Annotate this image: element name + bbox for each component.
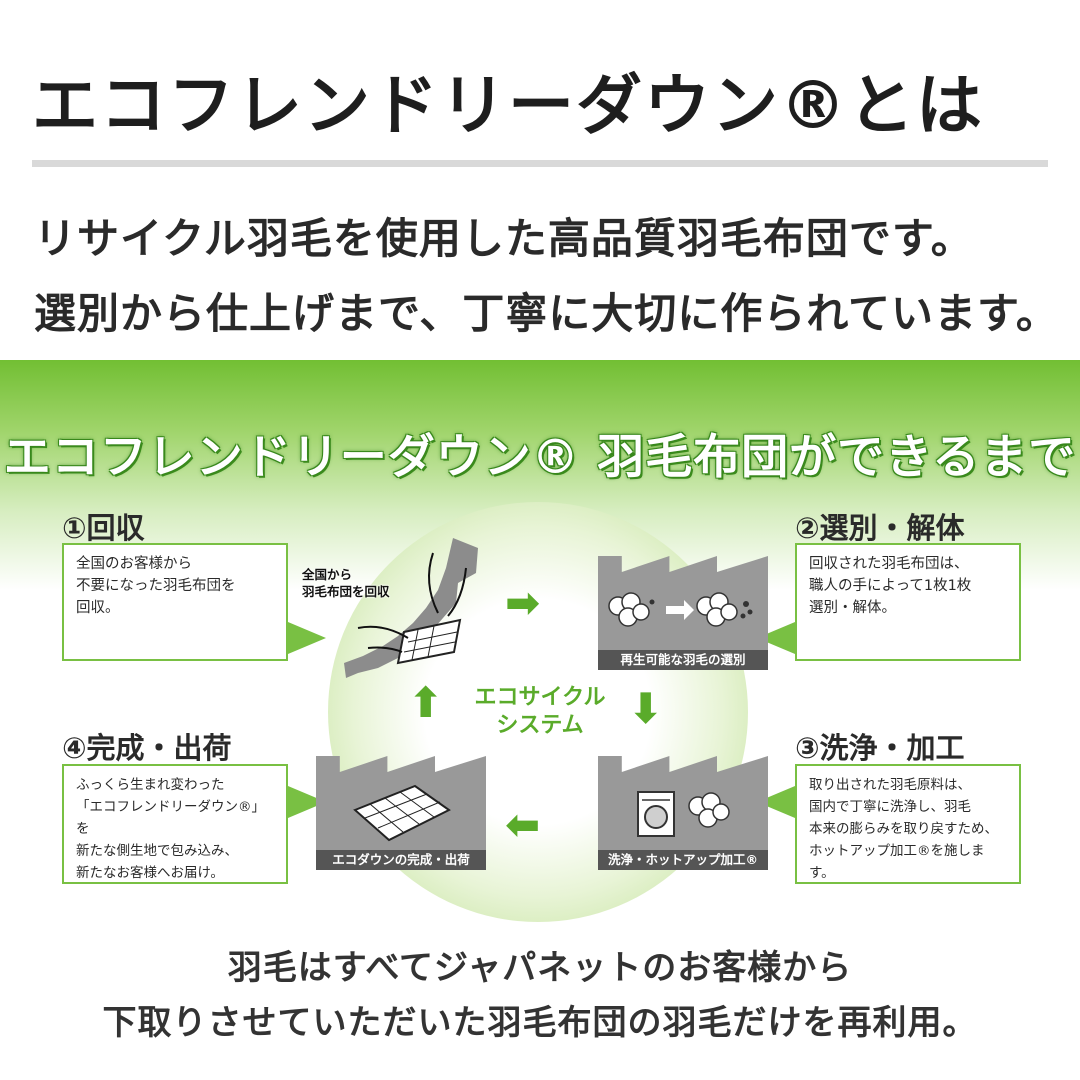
intro-line-2: 選別から仕上げまで、丁寧に大切に作られています。 xyxy=(34,289,1059,338)
step-3-line: 本来の膨らみを取り戻すため、 xyxy=(809,821,998,837)
step-2-line: 回収された羽毛布団は、 xyxy=(809,556,969,572)
washing-caption: 洗浄・ホットアップ加工® xyxy=(598,850,768,870)
step-2-line: 職人の手によって1枚1枚 xyxy=(809,578,972,594)
step-4-description: ふっくら生まれ変わった 「エコフレンドリーダウン®」を 新たな側生地で包み込み、… xyxy=(62,764,288,884)
shipping-caption: エコダウンの完成・出荷 xyxy=(316,850,486,870)
step-2-title: ②選別・解体 xyxy=(795,511,965,545)
step-3-description: 取り出された羽毛原料は、 国内で丁寧に洗浄し、羽毛 本来の膨らみを取り戻すため、… xyxy=(795,764,1021,884)
step-3-line: ホットアップ加工®を施します。 xyxy=(809,843,985,881)
step-1-description: 全国のお客様から 不要になった羽毛布団を 回収。 xyxy=(62,543,288,661)
step-2-description: 回収された羽毛布団は、 職人の手によって1枚1枚 選別・解体。 xyxy=(795,543,1021,661)
eco-cycle-label: エコサイクル システム xyxy=(460,684,620,740)
step-4-title: ④完成・出荷 xyxy=(62,731,232,765)
step-1-title: ①回収 xyxy=(62,511,145,545)
step-1-line: 回収。 xyxy=(76,600,120,616)
collection-label-line: 羽毛布団を回収 xyxy=(302,584,390,599)
step-3-title: ③洗浄・加工 xyxy=(795,731,965,765)
step-1-pointer xyxy=(288,622,326,654)
futon-icon xyxy=(353,784,451,842)
step-1-line: 不要になった羽毛布団を xyxy=(76,578,236,594)
step-1-line: 全国のお客様から xyxy=(76,556,192,572)
step-4-line: 新たな側生地で包み込み、 xyxy=(76,843,238,859)
arrow-right-icon: ➡ xyxy=(505,578,541,627)
page-title: エコフレンドリーダウン®とは xyxy=(32,67,984,144)
washing-machine-icon xyxy=(637,791,730,837)
step-3-line: 取り出された羽毛原料は、 xyxy=(809,777,971,793)
footer-line-2: 下取りさせていただいた羽毛布団の羽毛だけを再利用。 xyxy=(102,1003,978,1043)
intro-line-1: リサイクル羽毛を使用した高品質羽毛布団です。 xyxy=(34,214,974,263)
collection-image-label: 全国から 羽毛布団を回収 xyxy=(302,566,390,600)
title-divider xyxy=(32,160,1048,167)
process-heading: エコフレンドリーダウン® 羽毛布団ができるまで xyxy=(3,430,1077,485)
eco-cycle-label-line: システム xyxy=(496,713,584,738)
step-4-line: 新たなお客様へお届け。 xyxy=(76,865,224,881)
step-4-line: 「エコフレンドリーダウン®」を xyxy=(76,799,265,837)
eco-cycle-label-line: エコサイクル xyxy=(474,685,606,710)
collection-label-line: 全国から xyxy=(302,567,353,582)
japan-map-icon xyxy=(344,538,478,678)
step-2-line: 選別・解体。 xyxy=(809,600,896,616)
step-3-line: 国内で丁寧に洗浄し、羽毛 xyxy=(809,799,971,815)
arrow-up-icon: ⬆ xyxy=(408,678,444,727)
selection-caption: 再生可能な羽毛の選別 xyxy=(598,650,768,670)
arrow-left-icon: ⬅ xyxy=(505,800,541,849)
process-section: エコフレンドリーダウン® 羽毛布団ができるまで ①回収 全国のお客様から 不要に… xyxy=(0,360,1080,922)
feather-cluster-icon xyxy=(608,592,753,627)
arrow-down-icon: ⬇ xyxy=(628,684,664,733)
step-4-line: ふっくら生まれ変わった xyxy=(76,777,225,793)
footer-line-1: 羽毛はすべてジャパネットのお客様から xyxy=(227,948,853,988)
